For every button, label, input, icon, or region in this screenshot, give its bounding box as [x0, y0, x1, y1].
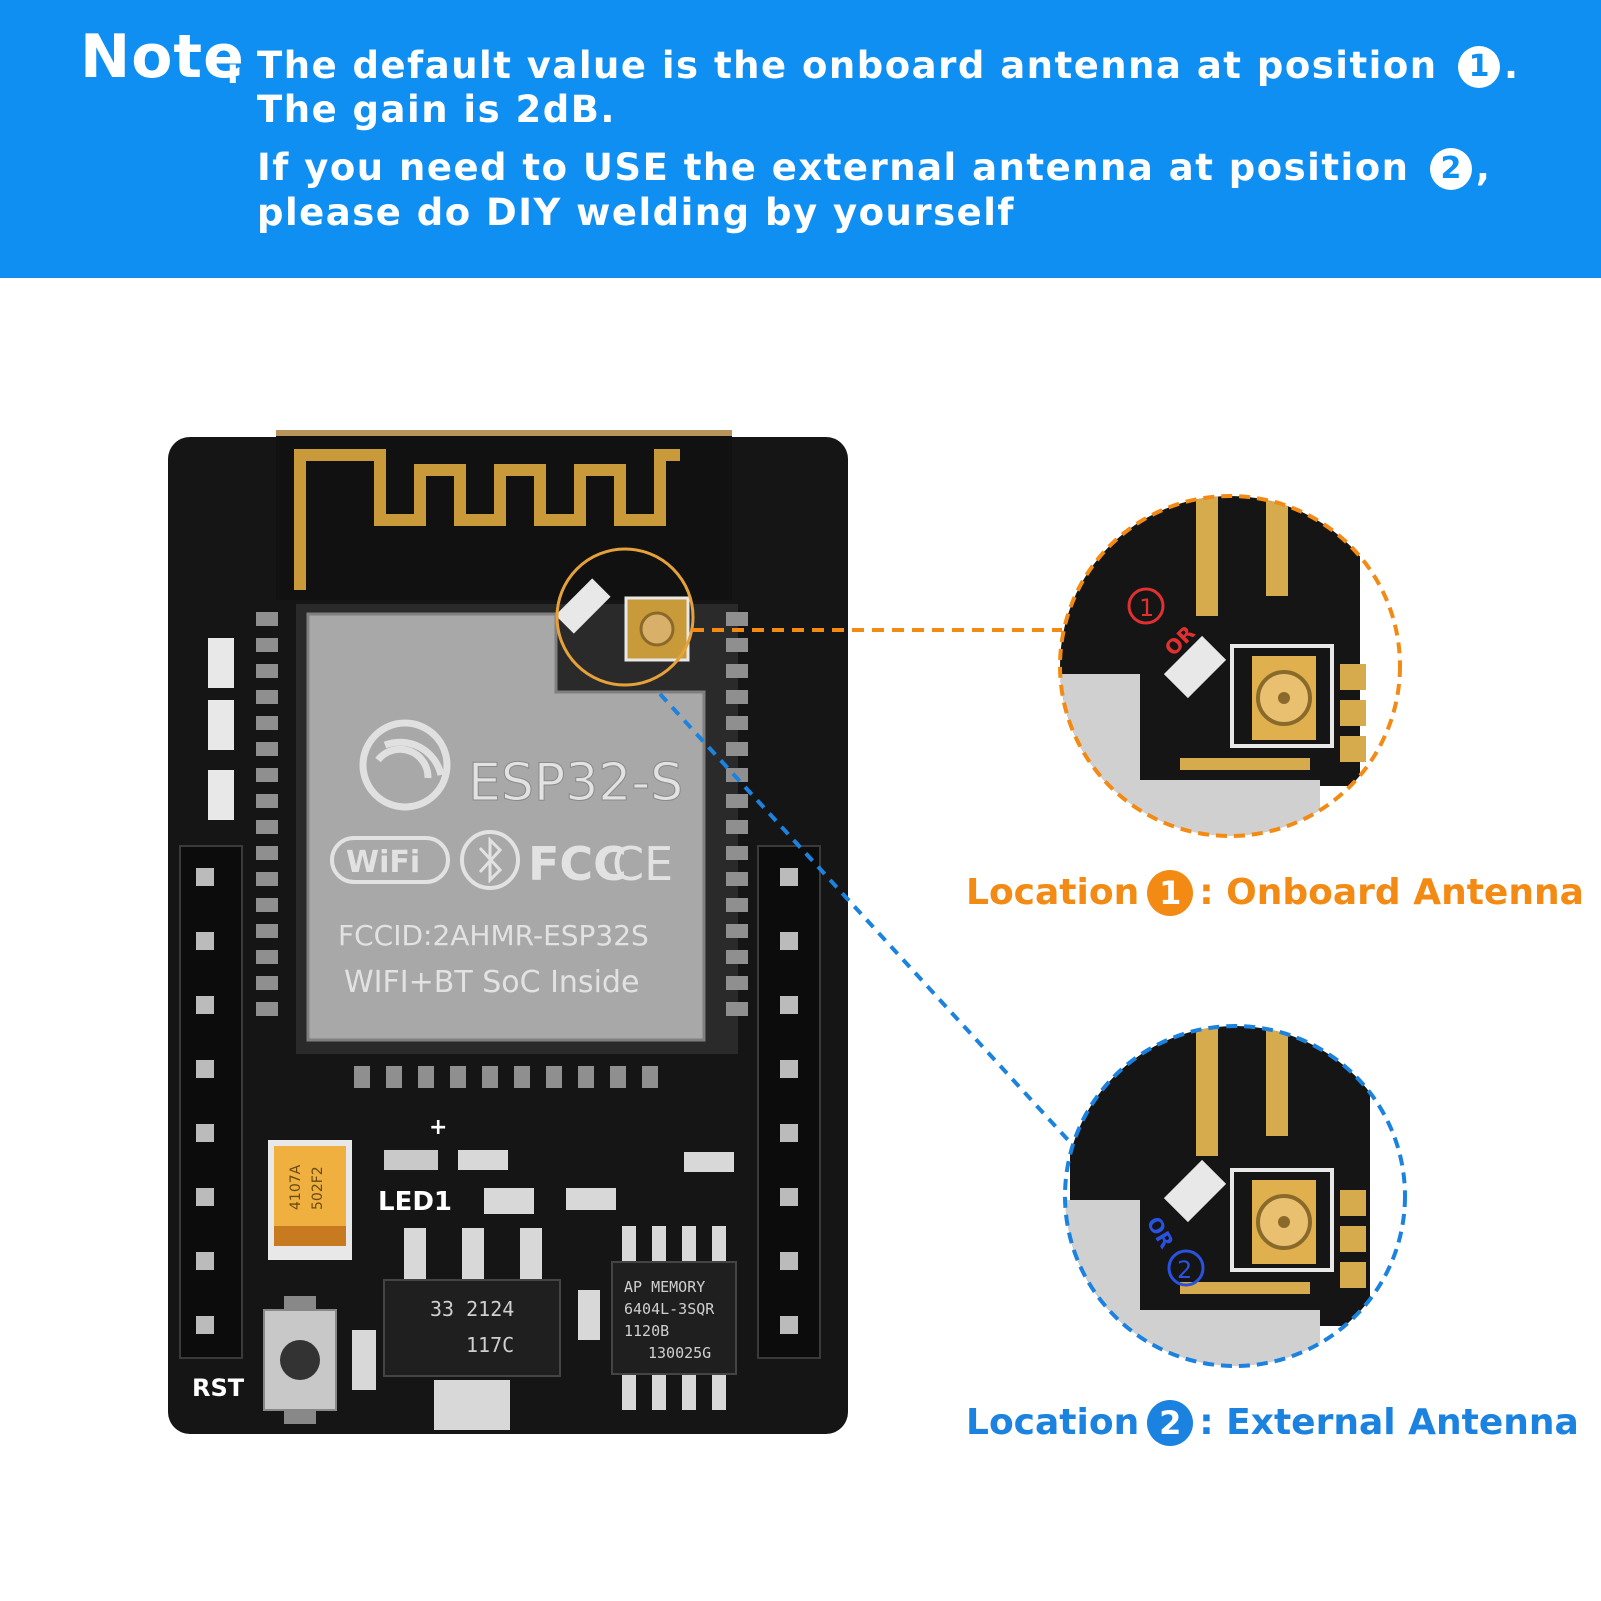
espressif-logo	[359, 719, 451, 811]
location-1-text: : Onboard Antenna	[1199, 872, 1584, 913]
psram-text-4: 130025G	[648, 1344, 711, 1362]
zoom-circle-onboard: 1 OR	[1058, 494, 1402, 838]
led	[384, 1150, 438, 1170]
module-name: ESP32-S	[468, 753, 683, 813]
pin-header-right	[757, 845, 821, 1359]
note-title: Note	[80, 22, 245, 92]
note-line-1-end: .	[1504, 44, 1520, 87]
pcb-antenna-trace	[294, 449, 680, 590]
ce-logo: CE	[612, 837, 673, 891]
note-line-1-text: The default value is the onboard antenna…	[257, 44, 1438, 87]
led-plus: +	[429, 1115, 447, 1140]
fcc-logo: FCC	[528, 837, 627, 891]
position-2-badge: 2	[1429, 148, 1472, 190]
note-line-2: The gain is 2dB.	[257, 88, 616, 131]
fcc-id-text: FCCID:2AHMR-ESP32S	[338, 919, 649, 952]
location-1-badge: 1	[1147, 870, 1194, 916]
psram-text-1: AP MEMORY	[624, 1278, 705, 1296]
rst-label: RST	[192, 1374, 245, 1402]
note-colon: :	[226, 52, 240, 92]
note-banner: Note : The default value is the onboard …	[0, 0, 1601, 278]
location-2-text: : External Antenna	[1199, 1402, 1579, 1443]
note-line-3-end: ,	[1475, 146, 1492, 189]
location-1-prefix: Location	[966, 872, 1140, 913]
note-line-1: The default value is the onboard antenna…	[257, 44, 1520, 88]
zoom2-position-marker	[1167, 1249, 1205, 1287]
zoom1-position-marker	[1127, 587, 1165, 625]
capacitor-text-1: 4107A	[288, 1164, 304, 1210]
tantalum-capacitor: 4107A 502F2	[268, 1140, 352, 1260]
psram-chip: AP MEMORY 6404L-3SQR 1120B 130025G	[611, 1226, 737, 1410]
psram-text-3: 1120B	[624, 1322, 669, 1340]
esp32-cam-board: ESP32-S WiFi FCC CE FCCID:2AHMR-ESP32S W…	[168, 430, 848, 1434]
zoom2-number: 2	[1177, 1256, 1192, 1284]
zoom-circle-external: 2 OR	[1063, 1024, 1407, 1368]
location-2-badge: 2	[1147, 1400, 1194, 1446]
highlight-circle	[555, 547, 695, 687]
psram-text-2: 6404L-3SQR	[624, 1300, 715, 1318]
capacitor-text-2: 502F2	[310, 1166, 326, 1210]
ipex-connector	[624, 596, 690, 662]
soc-text: WIFI+BT SoC Inside	[344, 965, 639, 1000]
location-2-prefix: Location	[966, 1402, 1140, 1443]
note-line-4: please do DIY welding by yourself	[257, 191, 1016, 234]
esp32-module: ESP32-S WiFi FCC CE FCCID:2AHMR-ESP32S W…	[256, 604, 748, 1088]
reset-button	[263, 1296, 337, 1424]
note-line-3-text: If you need to USE the external antenna …	[257, 146, 1410, 189]
note-line-3: If you need to USE the external antenna …	[257, 146, 1491, 190]
regulator-text-1: 33 2124	[430, 1297, 514, 1321]
wifi-logo	[330, 836, 450, 884]
led-label: LED1	[378, 1187, 452, 1217]
wifi-logo-text: WiFi	[346, 845, 420, 880]
voltage-regulator: 33 2124 117C	[383, 1228, 561, 1430]
regulator-text-2: 117C	[466, 1333, 514, 1357]
antenna-select-resistor	[555, 578, 611, 634]
pin-header-left	[179, 845, 243, 1359]
position-1-badge: 1	[1458, 46, 1501, 88]
bluetooth-icon	[460, 830, 520, 890]
zoom1-number: 1	[1139, 594, 1154, 622]
